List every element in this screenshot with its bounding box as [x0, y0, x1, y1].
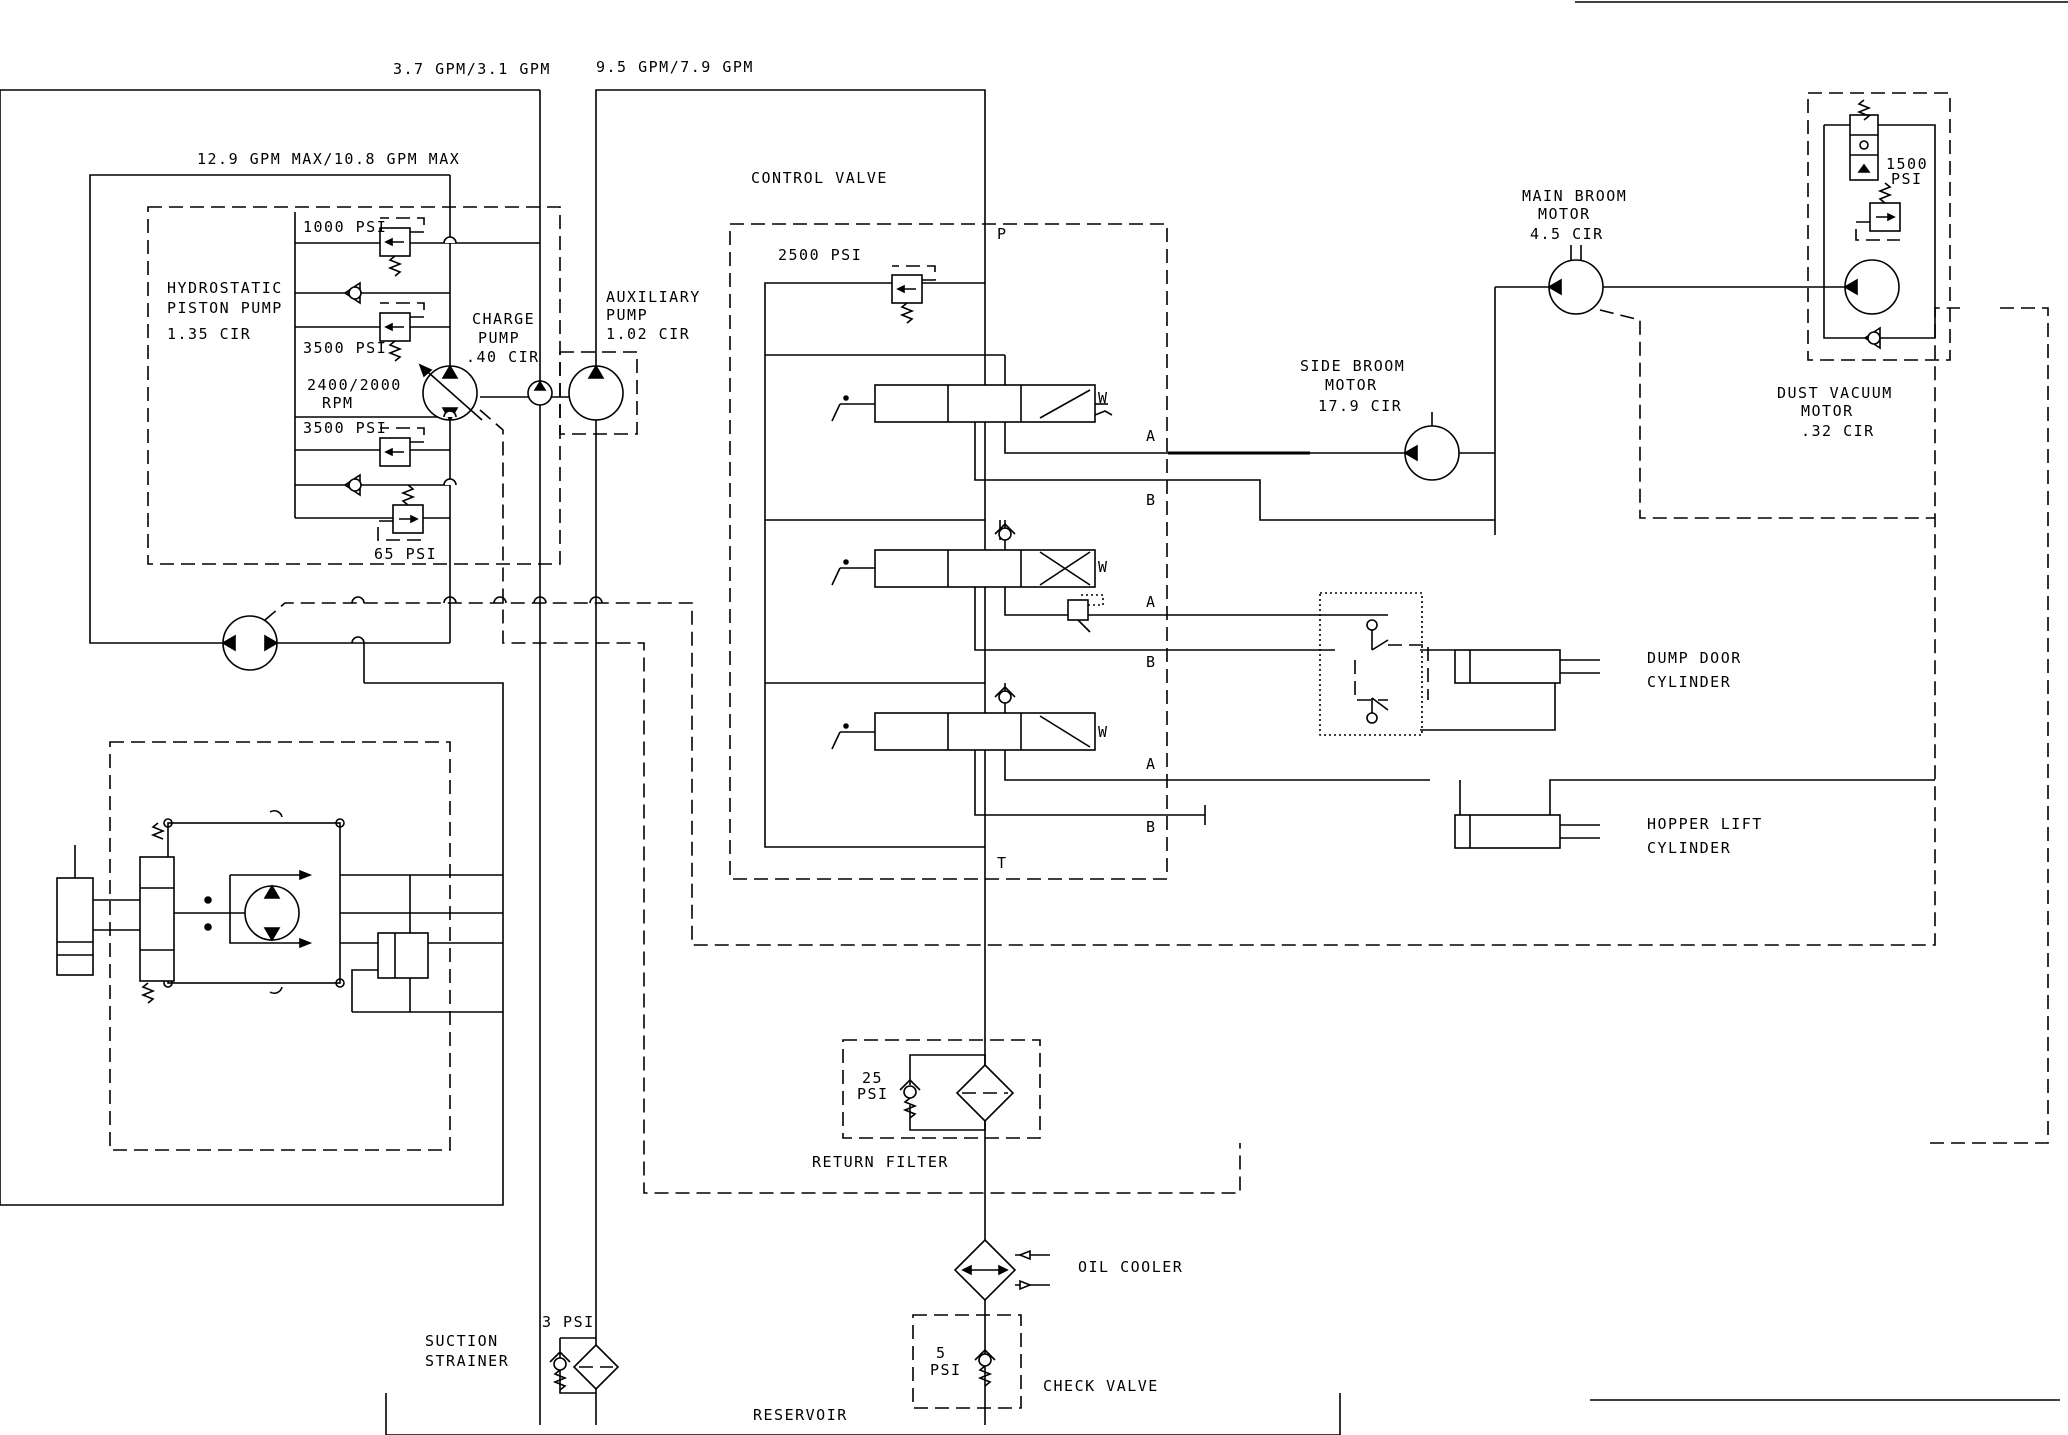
label-spring-w3: W	[1098, 723, 1109, 741]
label-hydrostatic-1: HYDROSTATIC	[167, 279, 283, 297]
label-port-b2: B	[1146, 653, 1157, 671]
dust-vacuum-valve-assembly	[1823, 99, 1936, 350]
main-hydraulic-lines	[0, 89, 1341, 1435]
drive-motor-symbol	[221, 615, 279, 671]
label-port-t: T	[997, 854, 1008, 872]
label-rpm-2: RPM	[322, 394, 354, 412]
label-check-psi-1: 5	[936, 1344, 947, 1362]
label-side-broom-3: 17.9 CIR	[1318, 397, 1402, 415]
label-side-broom-2: MOTOR	[1325, 376, 1378, 394]
label-relief-1500-1: 1500	[1886, 155, 1928, 173]
suction-strainer-symbol	[549, 1337, 620, 1394]
label-charge-1: CHARGE	[472, 310, 535, 328]
label-hydrostatic-3: 1.35 CIR	[167, 325, 251, 343]
label-main-broom-1: MAIN BROOM	[1522, 187, 1627, 205]
label-aux-1: AUXILIARY	[606, 288, 701, 306]
label-spring-w1: W	[1098, 389, 1109, 407]
label-dump-2: CYLINDER	[1647, 673, 1731, 691]
label-filter-psi-1: 25	[862, 1069, 883, 1087]
spool-valve-1	[831, 384, 1113, 423]
label-relief-1000: 1000 PSI	[303, 218, 387, 236]
port-lines	[974, 422, 1495, 825]
label-hydrostatic-2: PISTON PUMP	[167, 299, 283, 317]
label-dust-3: .32 CIR	[1801, 422, 1875, 440]
label-strainer-psi: 3 PSI	[542, 1313, 595, 1331]
label-relief-3500-top: 3500 PSI	[303, 339, 387, 357]
crossing-hops	[351, 236, 603, 644]
pressure-switch	[1067, 594, 1104, 633]
label-port-b3: B	[1146, 818, 1157, 836]
relief-valve-3500-top	[379, 302, 425, 362]
dump-door-valve-block	[1319, 592, 1423, 736]
diagram-labels: 3.7 GPM/3.1 GPM 9.5 GPM/7.9 GPM 12.9 GPM…	[167, 58, 1928, 1424]
label-port-a1: A	[1146, 427, 1157, 445]
label-port-p: P	[997, 225, 1008, 243]
relief-valve-1000	[379, 217, 425, 277]
hydrostatic-pump-symbol	[418, 363, 483, 422]
dump-door-valves	[1354, 619, 1429, 724]
brake-cylinder	[56, 845, 140, 976]
auxiliary-pump-group	[559, 351, 638, 435]
label-relief-65: 65 PSI	[374, 545, 437, 563]
label-relief-3500-bottom: 3500 PSI	[303, 419, 387, 437]
check-valve-1	[344, 281, 362, 305]
drive-motor-assembly	[139, 810, 503, 1013]
label-flow-right: 9.5 GPM/7.9 GPM	[596, 58, 754, 76]
label-oil-cooler: OIL COOLER	[1078, 1258, 1183, 1276]
dump-door-cylinder-symbol	[1420, 649, 1600, 731]
charge-pump-symbol	[527, 380, 553, 406]
label-port-a3: A	[1146, 755, 1157, 773]
label-relief-1500-2: PSI	[1891, 170, 1923, 188]
label-charge-3: .40 CIR	[466, 348, 540, 366]
label-flow-max: 12.9 GPM MAX/10.8 GPM MAX	[197, 150, 460, 168]
label-aux-3: 1.02 CIR	[606, 325, 690, 343]
side-broom-motor-symbol	[1403, 412, 1495, 481]
label-dust-1: DUST VACUUM	[1777, 384, 1893, 402]
label-aux-2: PUMP	[606, 306, 648, 324]
label-control-valve: CONTROL VALVE	[751, 169, 888, 187]
check-valve-2	[344, 473, 362, 497]
label-relief-2500: 2500 PSI	[778, 246, 862, 264]
label-side-broom-1: SIDE BROOM	[1300, 357, 1405, 375]
label-dust-2: MOTOR	[1801, 402, 1854, 420]
label-check-valve: CHECK VALVE	[1043, 1377, 1159, 1395]
auxiliary-pump-symbol	[568, 364, 624, 421]
label-dump-1: DUMP DOOR	[1647, 649, 1742, 667]
drive-motor-group	[109, 741, 451, 1151]
label-reservoir: RESERVOIR	[753, 1406, 848, 1424]
relief-valve-2500	[891, 265, 936, 324]
label-hopper-2: CYLINDER	[1647, 839, 1731, 857]
label-charge-2: PUMP	[478, 329, 520, 347]
label-check-psi-2: PSI	[930, 1361, 962, 1379]
label-hopper-1: HOPPER LIFT	[1647, 815, 1763, 833]
oil-cooler-symbol	[953, 1238, 1050, 1302]
label-main-broom-3: 4.5 CIR	[1530, 225, 1604, 243]
label-main-broom-2: MOTOR	[1538, 205, 1591, 223]
check-valve-group	[912, 1314, 1022, 1409]
label-suction-1: SUCTION	[425, 1332, 499, 1350]
check-valve-symbol	[974, 1348, 996, 1387]
dust-vacuum-group	[1807, 92, 1951, 361]
label-return-filter: RETURN FILTER	[812, 1153, 949, 1171]
spool-valve-2	[831, 520, 1096, 588]
hopper-lift-cylinder-symbol	[1454, 779, 1935, 849]
label-suction-2: STRAINER	[425, 1352, 509, 1370]
control-valve-group	[729, 223, 1168, 880]
relief-valve-65	[377, 484, 424, 541]
label-spring-w2: W	[1098, 558, 1109, 576]
label-port-a2: A	[1146, 593, 1157, 611]
label-rpm-1: 2400/2000	[307, 376, 402, 394]
label-port-b1: B	[1146, 491, 1157, 509]
relief-valve-3500-bottom	[379, 427, 425, 467]
label-flow-left: 3.7 GPM/3.1 GPM	[393, 60, 551, 78]
spool-valve-3	[831, 685, 1096, 751]
label-filter-psi-2: PSI	[857, 1085, 889, 1103]
main-broom-motor-symbol	[1495, 245, 1935, 519]
return-filter-symbol	[899, 1054, 1015, 1131]
